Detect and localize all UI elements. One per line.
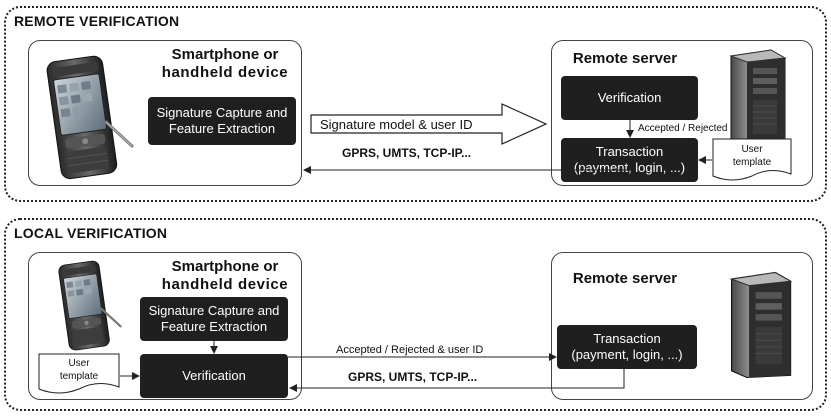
server-tower-icon (729, 271, 793, 379)
remote-big-arrow (310, 103, 548, 145)
document-icon (712, 138, 792, 181)
local-verification-section (4, 218, 827, 411)
local-device-heading: Smartphone or handheld device (161, 258, 289, 293)
local-capture-box: Signature Capture and Feature Extraction (140, 297, 288, 341)
remote-device-heading: Smartphone or handheld device (161, 46, 289, 81)
remote-arrow-label: Signature model & user ID (320, 117, 473, 132)
remote-transaction-box: Transaction (payment, login, ...) (561, 138, 698, 182)
smartphone-icon (46, 55, 134, 180)
local-section-title: LOCAL VERIFICATION (14, 225, 168, 241)
remote-server-heading: Remote server (572, 50, 678, 67)
remote-accepted-label: Accepted / Rejected (638, 123, 728, 134)
local-protocol-label: GPRS, UMTS, TCP-IP... (348, 370, 478, 384)
local-transaction-box: Transaction (payment, login, ...) (557, 325, 697, 369)
remote-verification-section (4, 6, 827, 202)
remote-protocol-label: GPRS, UMTS, TCP-IP... (342, 146, 472, 160)
local-template-label: User template (59, 358, 99, 382)
smartphone-icon (58, 260, 122, 351)
remote-section-title: REMOTE VERIFICATION (14, 13, 180, 29)
server-tower-icon (729, 49, 787, 147)
remote-capture-box: Signature Capture and Feature Extraction (148, 97, 296, 145)
remote-return-line (303, 166, 630, 182)
remote-verification-box: Verification (561, 76, 698, 120)
local-verification-box: Verification (140, 354, 288, 398)
local-return-line (289, 369, 625, 392)
remote-template-label: User template (732, 144, 772, 168)
local-arrow-label: Accepted / Rejected & user ID (336, 344, 484, 356)
document-icon (38, 353, 120, 394)
local-server-heading: Remote server (572, 270, 678, 287)
